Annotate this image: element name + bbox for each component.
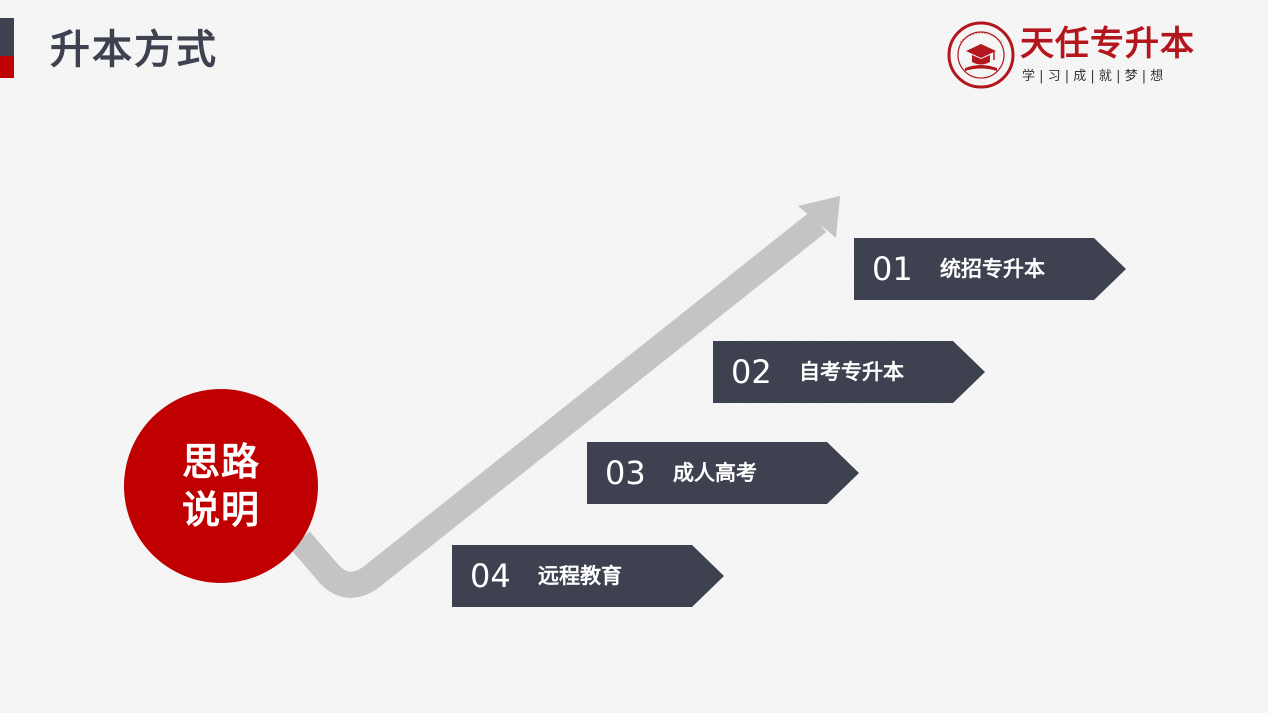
brand-logo: 天任专升本 学 | 习 | 成 | 就 | 梦 | 想 [946, 20, 1208, 90]
step-03: 03 成人高考 [587, 442, 859, 504]
title-accent-bar [0, 18, 14, 78]
step-02: 02 自考专升本 [713, 341, 985, 403]
summary-circle: 思路 说明 [124, 389, 318, 583]
logo-slogan: 学 | 习 | 成 | 就 | 梦 | 想 [1022, 69, 1164, 84]
step-04: 04 远程教育 [452, 545, 724, 607]
circle-text-line2: 说明 [181, 488, 260, 532]
step-01: 01 统招专升本 [854, 238, 1126, 300]
step-label: 自考专升本 [799, 360, 904, 384]
step-label: 成人高考 [673, 461, 757, 485]
step-number: 04 [470, 557, 511, 595]
step-label: 远程教育 [538, 564, 622, 588]
logo-brand-text: 天任专升本 [1020, 24, 1195, 64]
circle-text-line1: 思路 [181, 440, 260, 484]
page-title: 升本方式 [50, 27, 218, 73]
step-number: 03 [605, 454, 646, 492]
seal-icon [947, 21, 1015, 89]
step-number: 01 [872, 250, 913, 288]
step-number: 02 [731, 353, 772, 391]
step-label: 统招专升本 [940, 257, 1045, 281]
